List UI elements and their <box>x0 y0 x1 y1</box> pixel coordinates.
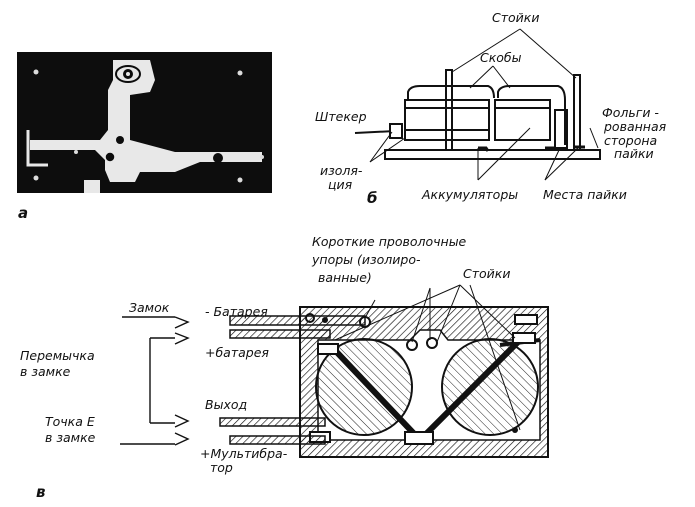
label-posts-bottom: Стойки <box>463 266 510 281</box>
contact-strip-1 <box>327 342 423 443</box>
label-minus-battery: - Батарея <box>205 304 268 319</box>
battery-2 <box>494 99 551 141</box>
battery-circle-2 <box>441 338 539 436</box>
label-point-e-2: в замке <box>45 430 96 445</box>
label-plus-battery: +батарея <box>205 345 269 360</box>
label-plug: Штекер <box>315 109 367 124</box>
label-short-wire-2: упоры (изолиро- <box>311 252 421 267</box>
label-solder-points: Места пайки <box>543 187 627 202</box>
top-view-drawing <box>219 306 549 458</box>
pcb-pad <box>84 180 100 193</box>
label-output: Выход <box>205 397 247 412</box>
pcb-trace-left <box>26 130 48 167</box>
post-right <box>573 74 581 151</box>
plug-pin <box>354 130 396 134</box>
label-foil-3: сторона <box>604 133 657 148</box>
bracket-1 <box>407 85 495 100</box>
label-multivibrator-1: +Мультибра- <box>200 446 288 461</box>
label-jumper-2: в замке <box>20 364 71 379</box>
battery-circle-1 <box>315 338 413 436</box>
label-multivibrator-2: тор <box>210 460 233 475</box>
label-insulation-2: ция <box>328 177 353 192</box>
external-wiring <box>120 316 190 446</box>
label-jumper-1: Перемычка <box>20 348 95 363</box>
label-lock: Замок <box>129 300 170 315</box>
label-short-wire-3: ванные) <box>318 270 372 285</box>
label-insulation-1: изоля- <box>320 163 363 178</box>
side-view-leaders <box>369 28 599 181</box>
base-board <box>384 149 601 160</box>
pcb-trace <box>30 60 262 182</box>
contact-strip-2 <box>417 337 523 443</box>
label-point-e-1: Точка Е <box>45 414 95 429</box>
label-accumulators: Аккумуляторы <box>421 187 518 202</box>
figure-label-a: а <box>18 204 28 222</box>
top-view-leaders <box>334 284 521 431</box>
post-left <box>445 69 453 151</box>
label-short-wire-1: Короткие проволочные <box>312 234 467 249</box>
label-foil-1: Фольги - <box>602 105 659 120</box>
bracket-2 <box>497 85 566 145</box>
figure-label-v: в <box>36 483 46 501</box>
figure-label-b: б <box>367 189 377 207</box>
label-foil-2: рованная <box>603 119 667 134</box>
label-brackets: Скобы <box>480 50 522 65</box>
battery-1 <box>404 99 490 141</box>
label-foil-4: пайки <box>614 146 654 161</box>
side-view-drawing <box>354 69 601 160</box>
label-posts-top: Стойки <box>492 10 539 25</box>
pcb-photo <box>17 52 272 193</box>
